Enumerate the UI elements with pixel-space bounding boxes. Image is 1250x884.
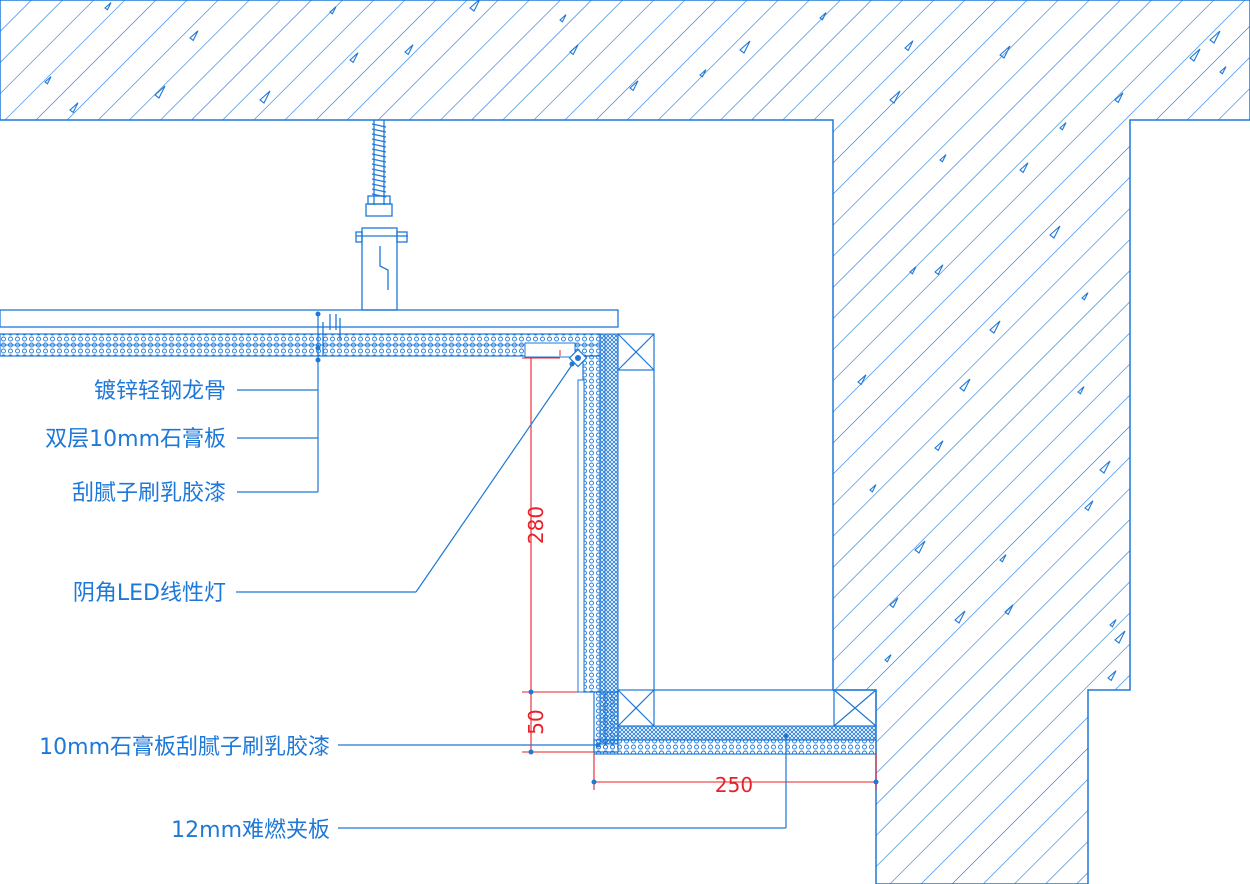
vertical-box bbox=[577, 333, 619, 753]
aggregate-triangle bbox=[819, 12, 827, 21]
aggregate-triangle bbox=[869, 484, 877, 493]
aggregate-triangle bbox=[1209, 30, 1221, 44]
wood-blocks bbox=[617, 333, 877, 727]
aggregate-triangle bbox=[889, 90, 901, 104]
aggregate-triangle bbox=[739, 40, 751, 54]
gypsum-board-ceiling bbox=[0, 333, 601, 358]
aggregate-triangle bbox=[349, 52, 359, 64]
aggregate-triangle bbox=[1084, 500, 1094, 512]
rod-thread bbox=[371, 158, 387, 163]
aggregate-triangle bbox=[954, 610, 966, 624]
rod-thread bbox=[371, 178, 387, 183]
aggregate-triangle bbox=[909, 266, 917, 275]
rod-thread bbox=[371, 148, 387, 153]
label-fire-board: 12mm难燃夹板 bbox=[171, 818, 330, 843]
rod-thread bbox=[371, 173, 387, 178]
aggregate-triangle bbox=[1109, 619, 1117, 628]
aggregate-triangle bbox=[69, 102, 79, 114]
aggregate-triangle bbox=[934, 264, 944, 276]
rod-thread bbox=[371, 128, 387, 133]
aggregate-triangle bbox=[1189, 48, 1201, 62]
rod-thread bbox=[371, 133, 387, 138]
dimension-50: 50 bbox=[524, 709, 548, 734]
aggregate-triangle bbox=[904, 40, 914, 52]
aggregate-triangle bbox=[884, 654, 892, 663]
label-double-gypsum: 双层10mm石膏板 bbox=[45, 427, 226, 452]
aggregate-triangle bbox=[934, 440, 944, 452]
rod-thread bbox=[371, 143, 387, 148]
aggregate-triangle bbox=[1099, 460, 1111, 474]
aggregate-triangle bbox=[1081, 292, 1089, 301]
leader-lines bbox=[236, 314, 787, 829]
gypsum-board-bottom bbox=[593, 725, 877, 755]
label-steel-keel: 镀锌轻钢龙骨 bbox=[94, 379, 226, 404]
aggregate-triangle bbox=[154, 85, 166, 99]
rod-thread bbox=[371, 163, 387, 168]
aggregate-triangle bbox=[629, 80, 639, 92]
aggregate-triangle bbox=[1114, 630, 1126, 644]
label-led: 阴角LED线性灯 bbox=[73, 581, 226, 606]
aggregate-triangle bbox=[989, 320, 1001, 334]
leader-dots bbox=[315, 311, 789, 748]
aggregate-triangle bbox=[559, 14, 567, 23]
aggregate-triangle bbox=[329, 6, 337, 15]
aggregate-triangle bbox=[999, 45, 1011, 59]
aggregate-triangle bbox=[189, 30, 199, 42]
rod-thread bbox=[371, 168, 387, 173]
aggregate-triangle bbox=[44, 76, 52, 85]
dimension-lines bbox=[522, 357, 877, 790]
dimension-280: 280 bbox=[524, 506, 548, 544]
aggregate-triangle bbox=[569, 44, 579, 56]
dimension-dots bbox=[528, 689, 879, 785]
rod-thread bbox=[371, 183, 387, 188]
aggregate-triangle bbox=[914, 540, 926, 554]
aggregate-triangle bbox=[959, 378, 971, 392]
aggregate-triangle bbox=[1107, 670, 1117, 682]
label-gypsum-putty: 10mm石膏板刮腻子刷乳胶漆 bbox=[39, 735, 330, 760]
aggregate-triangle bbox=[699, 69, 707, 78]
label-putty-paint: 刮腻子刷乳胶漆 bbox=[72, 481, 226, 506]
aggregate-triangle bbox=[1219, 66, 1227, 75]
aggregate-triangle bbox=[1077, 386, 1085, 395]
aggregate-triangle bbox=[889, 597, 899, 609]
dimension-250: 250 bbox=[715, 773, 753, 797]
rod-thread bbox=[371, 153, 387, 158]
aggregate-triangle bbox=[404, 44, 414, 56]
rod-thread bbox=[371, 188, 387, 193]
aggregate-triangle bbox=[939, 154, 947, 163]
aggregate-triangle bbox=[1059, 122, 1067, 131]
aggregate-triangle bbox=[857, 374, 867, 386]
aggregate-triangle bbox=[999, 554, 1007, 563]
hanger-assembly bbox=[355, 120, 408, 311]
aggregate-triangle bbox=[104, 2, 112, 11]
aggregate-triangle bbox=[1019, 162, 1029, 174]
rod-thread bbox=[371, 138, 387, 143]
rod-thread bbox=[371, 123, 387, 128]
aggregate-triangle bbox=[469, 0, 481, 12]
aggregate-triangle bbox=[259, 90, 271, 104]
aggregate-triangle bbox=[1004, 604, 1014, 616]
aggregate-triangle bbox=[1049, 225, 1061, 239]
aggregate-marks bbox=[44, 0, 1227, 682]
aggregate-triangle bbox=[1114, 92, 1124, 104]
